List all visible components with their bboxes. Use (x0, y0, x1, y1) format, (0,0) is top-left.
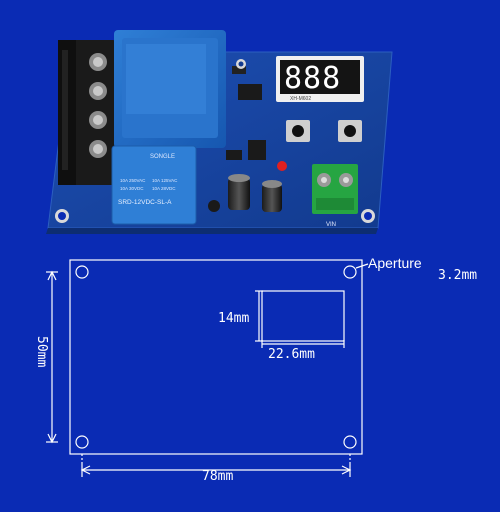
terminal-screw-1 (89, 53, 107, 71)
height-dimension-label: 50mm (34, 336, 49, 367)
seven-segment-display: 888 XH-M602 (276, 56, 364, 102)
corner-hole-top-right (343, 265, 357, 279)
display-window-outline (261, 290, 345, 342)
aperture-label: Aperture (368, 255, 422, 271)
small-component (232, 66, 246, 74)
corner-hole-bottom-left (75, 435, 89, 449)
terminal-screw-4 (89, 140, 107, 158)
ic-chip (238, 84, 262, 100)
relay-model: SRD-12VDC-SL-A (118, 199, 172, 206)
aperture-value: 3.2mm (438, 268, 477, 283)
pcb-hole-left (55, 209, 69, 223)
push-button-left[interactable] (286, 120, 310, 142)
red-led (277, 161, 287, 171)
relay: SONGLE 10A 250VAC 10A 125VAC 10A 30VDC 1… (111, 145, 197, 225)
pcb-hole-right (361, 209, 375, 223)
relay-brand: SONGLE (150, 154, 175, 160)
regulator (248, 140, 266, 160)
relay-spec-4: 10A 28VDC (152, 186, 176, 191)
board-outline (69, 259, 363, 455)
board-label: XH-M602 (290, 96, 311, 102)
push-button-right[interactable] (338, 120, 362, 142)
input-terminal (312, 164, 358, 214)
vin-label: VIN (326, 222, 336, 228)
relay-spec-3: 10A 30VDC (120, 186, 144, 191)
capacitor-2 (262, 180, 282, 212)
dimension-diagram (46, 259, 369, 477)
module-photo: SONGLE 10A 250VAC 10A 125VAC 10A 30VDC 1… (46, 30, 393, 234)
width-dimension-label: 78mm (202, 469, 233, 484)
display-digits: 888 (284, 61, 341, 96)
screw-terminal-block (58, 40, 116, 185)
transformer (114, 30, 226, 148)
corner-hole-bottom-right (343, 435, 357, 449)
terminal-screw-2 (89, 82, 107, 100)
window-width-label: 22.6mm (268, 347, 315, 362)
relay-spec-2: 10A 125VAC (152, 178, 178, 183)
window-height-label: 14mm (218, 311, 249, 326)
corner-hole-top-left (75, 265, 89, 279)
terminal-screw-3 (89, 111, 107, 129)
relay-spec-1: 10A 250VAC (120, 178, 146, 183)
capacitor-1 (228, 174, 250, 210)
